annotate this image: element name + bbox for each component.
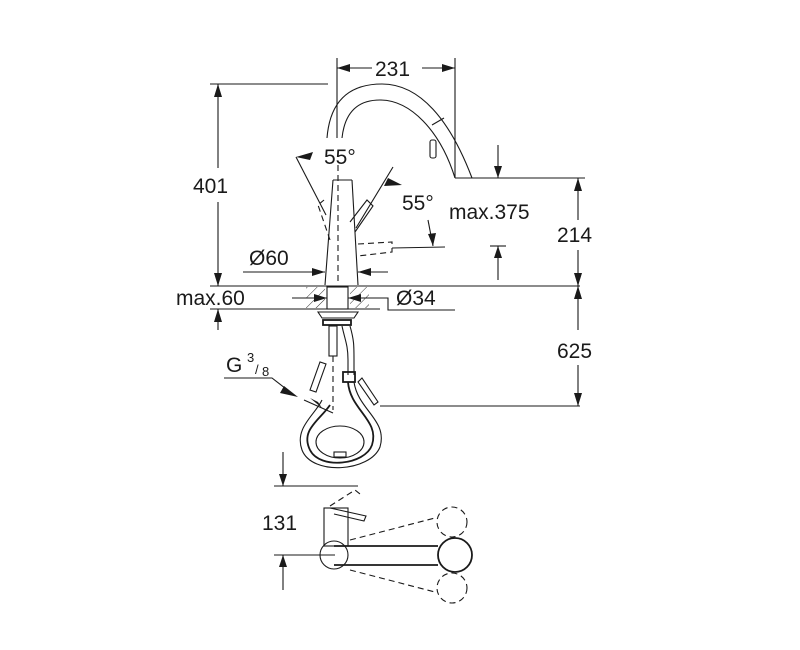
faucet-side-elevation (210, 83, 580, 469)
dim-thread-slash: / (255, 362, 259, 377)
dim-spout-reach: 231 (375, 58, 410, 81)
dim-hole-diameter: Ø34 (396, 287, 436, 310)
dim-hose-length: 625 (557, 340, 592, 363)
dim-base-diameter: Ø60 (249, 247, 289, 270)
dim-plan-depth: 131 (262, 512, 297, 535)
faucet-plan-view (274, 452, 473, 604)
dimension-lines (210, 58, 585, 414)
dim-spray-angle-right: 55° (402, 192, 434, 215)
dim-spout-clearance: max.375 (449, 201, 530, 224)
dim-thread-den: 8 (262, 364, 269, 379)
dim-outlet-height: 214 (557, 224, 592, 247)
dim-total-height: 401 (193, 175, 228, 198)
dim-spray-angle-left: 55° (324, 146, 356, 169)
dim-deck-thickness: max.60 (176, 287, 245, 310)
dim-thread-num: 3 (247, 350, 254, 365)
dim-thread-g: G (226, 354, 242, 377)
